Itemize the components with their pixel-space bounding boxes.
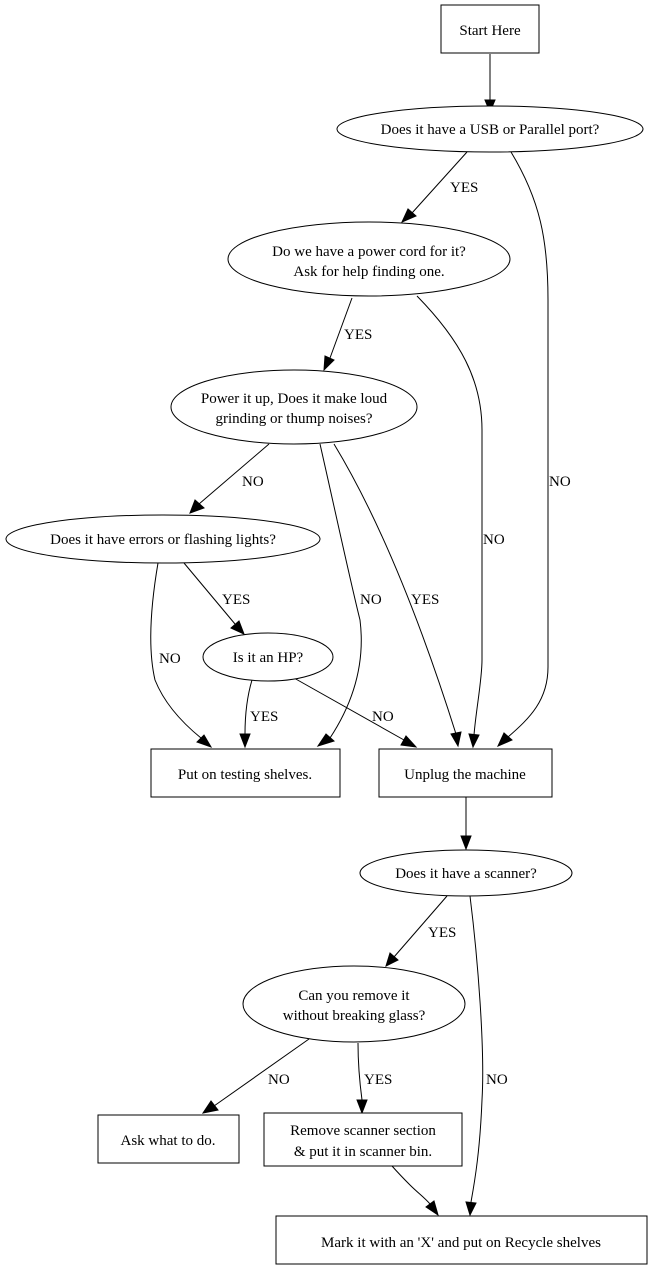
node-label-line1: Can you remove it: [298, 988, 410, 1004]
node-recycle-shelves: Mark it with an 'X' and put on Recycle s…: [275, 1215, 648, 1265]
edge-usb-unplug: NO: [497, 151, 571, 747]
edge-label-power-testing: NO: [360, 592, 382, 608]
edge-label-hp-testing: YES: [250, 709, 278, 725]
node-label: Does it have a USB or Parallel port?: [381, 122, 600, 138]
node-power-cord-question: Do we have a power cord for it? Ask for …: [227, 221, 511, 297]
node-ask-what-to-do: Ask what to do.: [97, 1114, 240, 1164]
node-usb-question: Does it have a USB or Parallel port?: [336, 105, 644, 153]
edge-cord-power: YES: [323, 297, 372, 372]
edge-scanner-remove: YES: [385, 895, 456, 967]
edge-unplug-scanner: [460, 797, 472, 851]
edge-power-unplug: YES: [333, 443, 462, 748]
node-unplug-machine: Unplug the machine: [378, 748, 553, 798]
edge-label-power-errors: NO: [242, 474, 264, 490]
node-label: Unplug the machine: [404, 767, 526, 783]
edge-label-remove-ask: NO: [268, 1072, 290, 1088]
edge-usb-cord: YES: [401, 151, 478, 223]
edge-label-scanner-remove: YES: [428, 925, 456, 941]
edge-cord-unplug: NO: [416, 295, 505, 749]
node-label-line1: Remove scanner section: [290, 1123, 436, 1139]
node-label: Ask what to do.: [121, 1133, 216, 1149]
node-label: Put on testing shelves.: [178, 767, 312, 783]
edge-label-scanner-recycle: NO: [486, 1072, 508, 1088]
node-hp-question: Is it an HP?: [202, 632, 334, 682]
node-label-line2: grinding or thump noises?: [215, 411, 372, 427]
edge-errors-hp: YES: [183, 562, 250, 635]
edge-label-errors-testing: NO: [159, 651, 181, 667]
edge-label-cord-unplug: NO: [483, 532, 505, 548]
edge-errors-testing: NO: [150, 562, 213, 748]
edge-label-remove-bin: YES: [364, 1072, 392, 1088]
node-label-line2: without breaking glass?: [283, 1008, 426, 1024]
edge-hp-unplug: NO: [293, 677, 418, 748]
node-start-here: Start Here: [440, 4, 540, 54]
node-remove-glass-question: Can you remove it without breaking glass…: [242, 965, 466, 1043]
edge-label-usb-unplug: NO: [549, 474, 571, 490]
edge-start-usb: [484, 54, 496, 114]
edge-power-testing: NO: [316, 443, 382, 747]
edge-power-errors: NO: [189, 443, 270, 514]
node-noise-question: Power it up, Does it make loud grinding …: [170, 369, 418, 445]
edge-remove-ask: NO: [201, 1038, 310, 1114]
edge-scanner-recycle: NO: [465, 895, 508, 1217]
edge-label-usb-cord: YES: [450, 180, 478, 196]
node-label: Is it an HP?: [233, 650, 304, 666]
node-label-line2: Ask for help finding one.: [293, 264, 444, 280]
edge-label-errors-hp: YES: [222, 592, 250, 608]
node-testing-shelves: Put on testing shelves.: [150, 748, 341, 798]
node-label-line1: Do we have a power cord for it?: [272, 244, 466, 260]
node-label-line1: Power it up, Does it make loud: [201, 391, 388, 407]
edge-hp-testing: YES: [239, 679, 278, 749]
node-label: Mark it with an 'X' and put on Recycle s…: [321, 1235, 601, 1251]
node-scanner-bin: Remove scanner section & put it in scann…: [263, 1112, 463, 1167]
edge-bin-recycle: [391, 1165, 439, 1217]
node-label: Start Here: [459, 23, 521, 39]
node-errors-question: Does it have errors or flashing lights?: [5, 514, 321, 564]
node-scanner-question: Does it have a scanner?: [359, 849, 573, 897]
edge-label-power-unplug: YES: [411, 592, 439, 608]
node-label: Does it have a scanner?: [395, 866, 537, 882]
node-label: Does it have errors or flashing lights?: [50, 532, 276, 548]
node-label-line2: & put it in scanner bin.: [294, 1144, 432, 1160]
edge-remove-bin: YES: [356, 1042, 392, 1115]
edge-label-cord-power: YES: [344, 327, 372, 343]
edge-label-hp-unplug: NO: [372, 709, 394, 725]
